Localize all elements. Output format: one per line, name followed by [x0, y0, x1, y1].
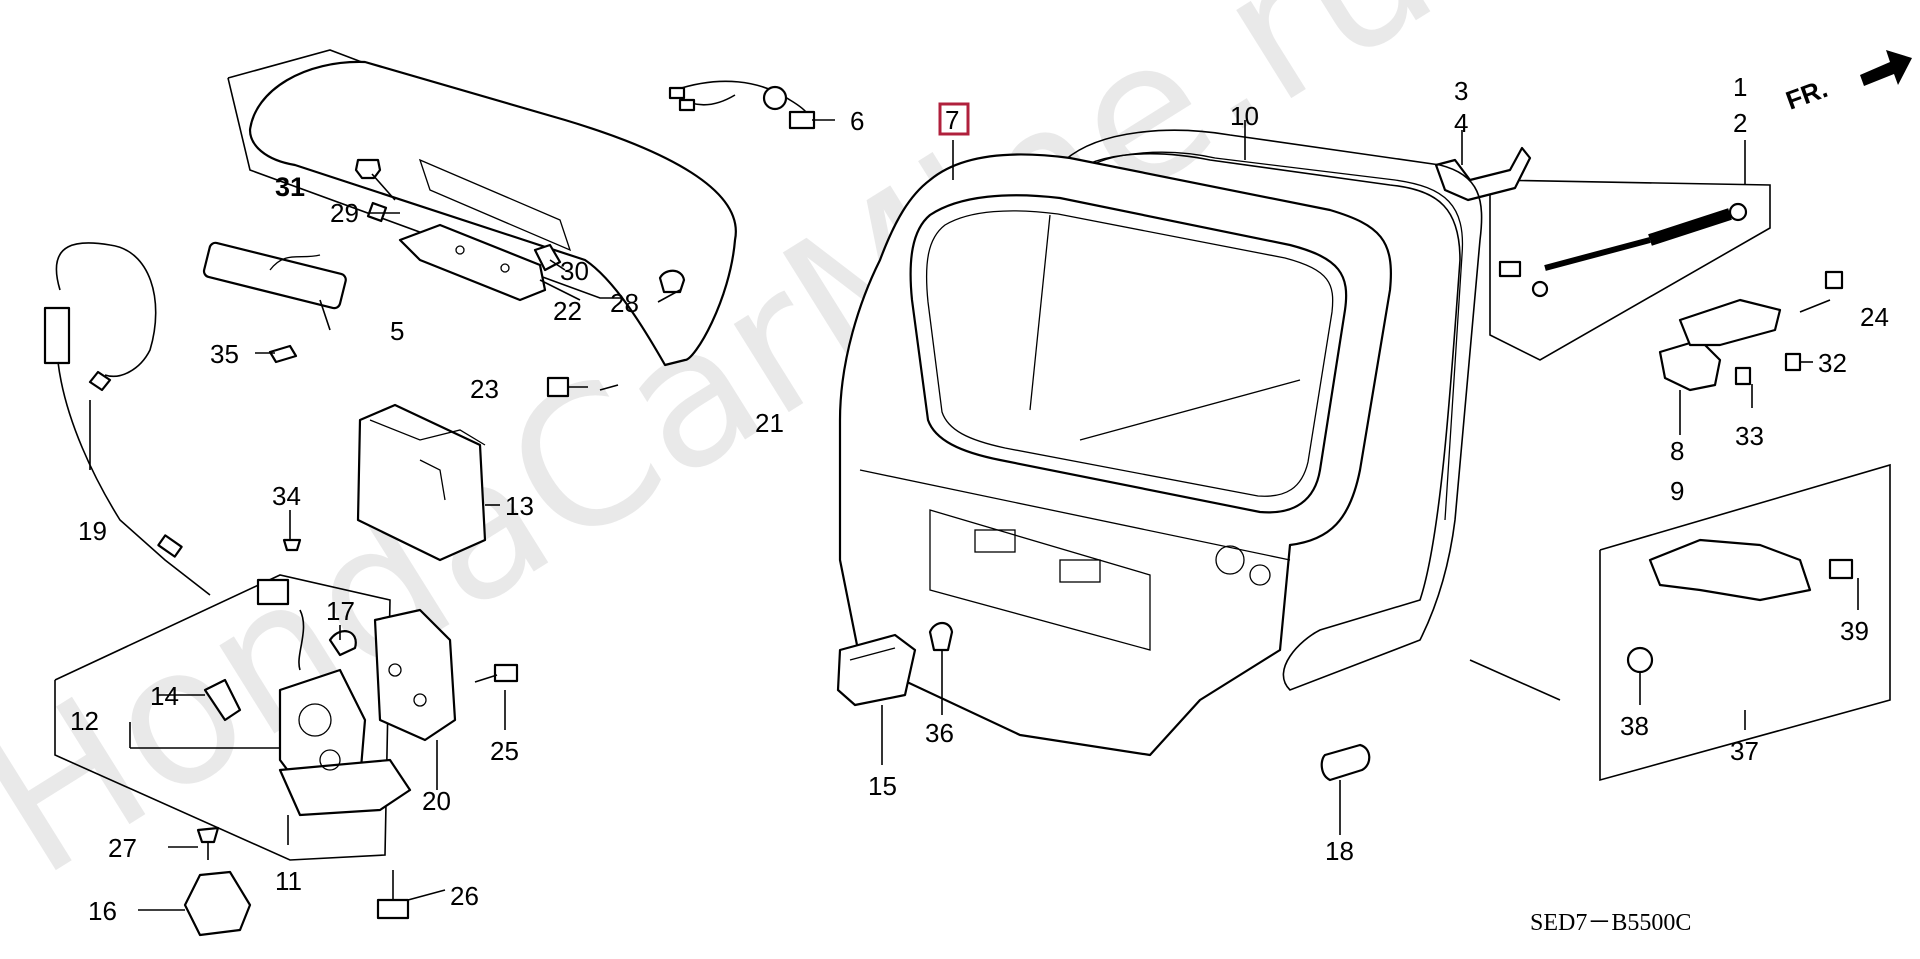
callout-3: 3 — [1454, 76, 1468, 106]
callout-18: 18 — [1325, 836, 1354, 866]
callout-36: 36 — [925, 718, 954, 748]
tailgate-7 — [838, 153, 1392, 757]
bolt-26 — [376, 870, 410, 920]
callout-6: 6 — [850, 106, 864, 136]
callout-16: 16 — [88, 896, 117, 926]
bolt-33 — [1734, 366, 1752, 386]
handle-15 — [836, 633, 917, 707]
clip-36 — [928, 621, 954, 652]
latch-group — [54, 574, 412, 861]
clip-29 — [366, 201, 388, 223]
screw-27 — [196, 826, 220, 860]
hinge-group-37 — [1599, 463, 1891, 782]
callout-10: 10 — [1230, 101, 1259, 131]
callout-27: 27 — [108, 833, 137, 863]
callout-12: 12 — [70, 706, 99, 736]
callout-30: 30 — [560, 256, 589, 286]
callout-5: 5 — [390, 316, 404, 346]
screw-35 — [268, 344, 298, 364]
callout-8: 8 — [1670, 436, 1684, 466]
callout-24: 24 — [1860, 302, 1889, 332]
callout-9: 9 — [1670, 476, 1684, 506]
leader-lines — [89, 119, 1859, 911]
bolt-23 — [546, 376, 588, 398]
clip-17 — [328, 630, 357, 657]
callout-31: 31 — [275, 172, 305, 202]
callout-25: 25 — [490, 736, 519, 766]
callout-37: 37 — [1730, 736, 1759, 766]
bolt-32 — [1784, 352, 1802, 372]
clip-31 — [354, 158, 382, 180]
callout-39: 39 — [1840, 616, 1869, 646]
callout-4: 4 — [1454, 108, 1468, 138]
high-mount-light — [202, 241, 347, 310]
hinge-8 — [1658, 298, 1782, 392]
diagram-code: SED7－B5500C — [1530, 910, 1691, 936]
weatherstrip-10 — [1064, 129, 1483, 691]
direction-arrow: FR. — [1782, 50, 1912, 116]
bumper-18 — [1320, 743, 1371, 782]
direction-label: FR. — [1782, 73, 1832, 116]
callout-38: 38 — [1620, 711, 1649, 741]
callout-33: 33 — [1735, 421, 1764, 451]
callout-35: 35 — [210, 339, 239, 369]
bolt-24 — [1824, 270, 1844, 290]
clip-3-4 — [1434, 146, 1532, 202]
callout-2: 2 — [1733, 108, 1747, 138]
callout-26: 26 — [450, 881, 479, 911]
callout-22: 22 — [553, 296, 582, 326]
callout-17: 17 — [326, 596, 355, 626]
callout-32: 32 — [1818, 348, 1847, 378]
clip-30 — [533, 243, 562, 272]
callout-15: 15 — [868, 771, 897, 801]
callout-28: 28 — [610, 288, 639, 318]
spoiler-assembly — [227, 49, 737, 367]
cable-19 — [43, 242, 211, 596]
clip-28 — [658, 269, 686, 294]
callout-11: 11 — [275, 866, 302, 896]
arrow-icon — [1860, 50, 1912, 86]
gas-strut-assembly — [1489, 179, 1771, 361]
harness-6 — [668, 80, 816, 130]
callout-29: 29 — [330, 198, 359, 228]
bolt-25 — [474, 663, 519, 683]
callout-14: 14 — [150, 681, 179, 711]
callout-34: 34 — [272, 481, 301, 511]
clip-14 — [203, 678, 242, 722]
callouts: 1 2 3 4 5 6 7 8 9 10 11 12 13 14 15 16 1… — [70, 72, 1889, 926]
actuator-20 — [373, 608, 457, 742]
striker-16 — [183, 870, 252, 937]
callout-19: 19 — [78, 516, 107, 546]
callout-21: 21 — [755, 408, 784, 438]
bracket-22 — [398, 223, 547, 302]
module-13 — [356, 403, 487, 562]
callout-7: 7 — [945, 105, 959, 135]
callout-20: 20 — [422, 786, 451, 816]
callout-23: 23 — [470, 374, 499, 404]
callout-1: 1 — [1733, 72, 1747, 102]
callout-13: 13 — [505, 491, 534, 521]
screw-34 — [282, 538, 302, 552]
highlight-box-7 — [938, 102, 970, 136]
